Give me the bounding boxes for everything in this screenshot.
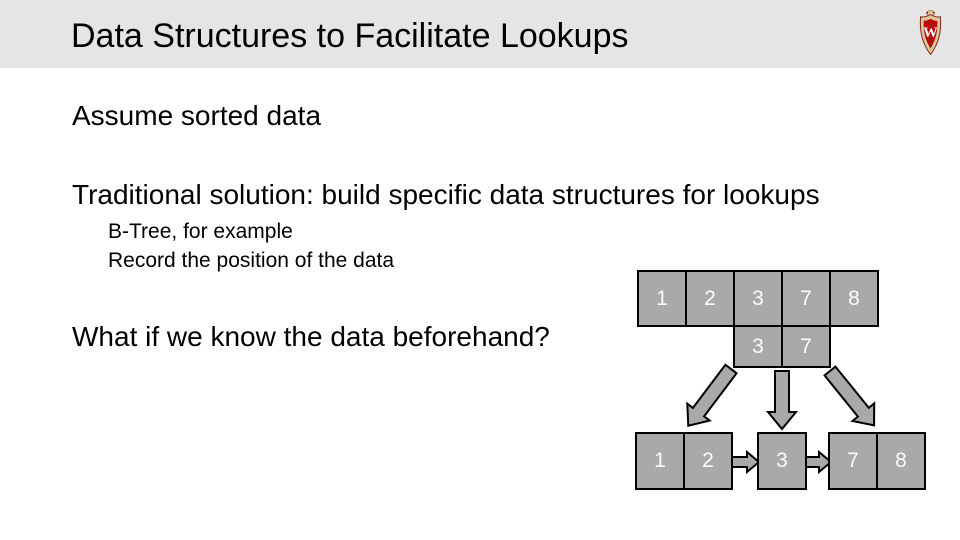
- index-cell: 7: [781, 325, 831, 368]
- array-cell: 7: [781, 270, 831, 327]
- slide-title: Data Structures to Facilitate Lookups: [71, 17, 629, 55]
- leaf-cell: 2: [683, 432, 733, 490]
- crest-letter: W: [923, 25, 938, 41]
- sub-bullet-btree: B-Tree, for example: [108, 220, 293, 243]
- leaf-cell: 3: [757, 432, 807, 490]
- leaf-cell: 8: [876, 432, 926, 490]
- crest-dot-left: [926, 11, 929, 14]
- arrow-down-icon: [765, 370, 799, 431]
- sorted-array-row: 1 2 3 7 8: [637, 270, 879, 327]
- arrow-down-left-icon: [686, 363, 738, 427]
- crest-dot-right: [932, 11, 935, 14]
- array-cell: 3: [733, 270, 783, 327]
- array-cell: 8: [829, 270, 879, 327]
- title-bar: Data Structures to Facilitate Lookups W: [0, 0, 960, 68]
- bullet-question: What if we know the data beforehand?: [72, 321, 550, 352]
- arrow-down-right-icon: [823, 365, 876, 427]
- leaf-group-right: 7 8: [828, 432, 926, 490]
- array-cell: 2: [685, 270, 735, 327]
- bullet-traditional-solution: Traditional solution: build specific dat…: [72, 179, 820, 210]
- leaf-group-left: 1 2: [635, 432, 733, 490]
- bullet-assume-sorted: Assume sorted data: [72, 100, 322, 131]
- sub-bullet-record-position: Record the position of the data: [108, 249, 395, 272]
- arrow-right-icon: [728, 449, 761, 475]
- crest-shield-inner: [923, 18, 938, 49]
- leaf-cell: 7: [828, 432, 878, 490]
- leaf-cell: 1: [635, 432, 685, 490]
- leaf-group-middle: 3: [757, 432, 807, 490]
- array-cell: 1: [637, 270, 687, 327]
- index-cell: 3: [733, 325, 783, 368]
- index-node-row: 3 7: [733, 325, 831, 368]
- uw-crest-logo: W: [919, 10, 942, 56]
